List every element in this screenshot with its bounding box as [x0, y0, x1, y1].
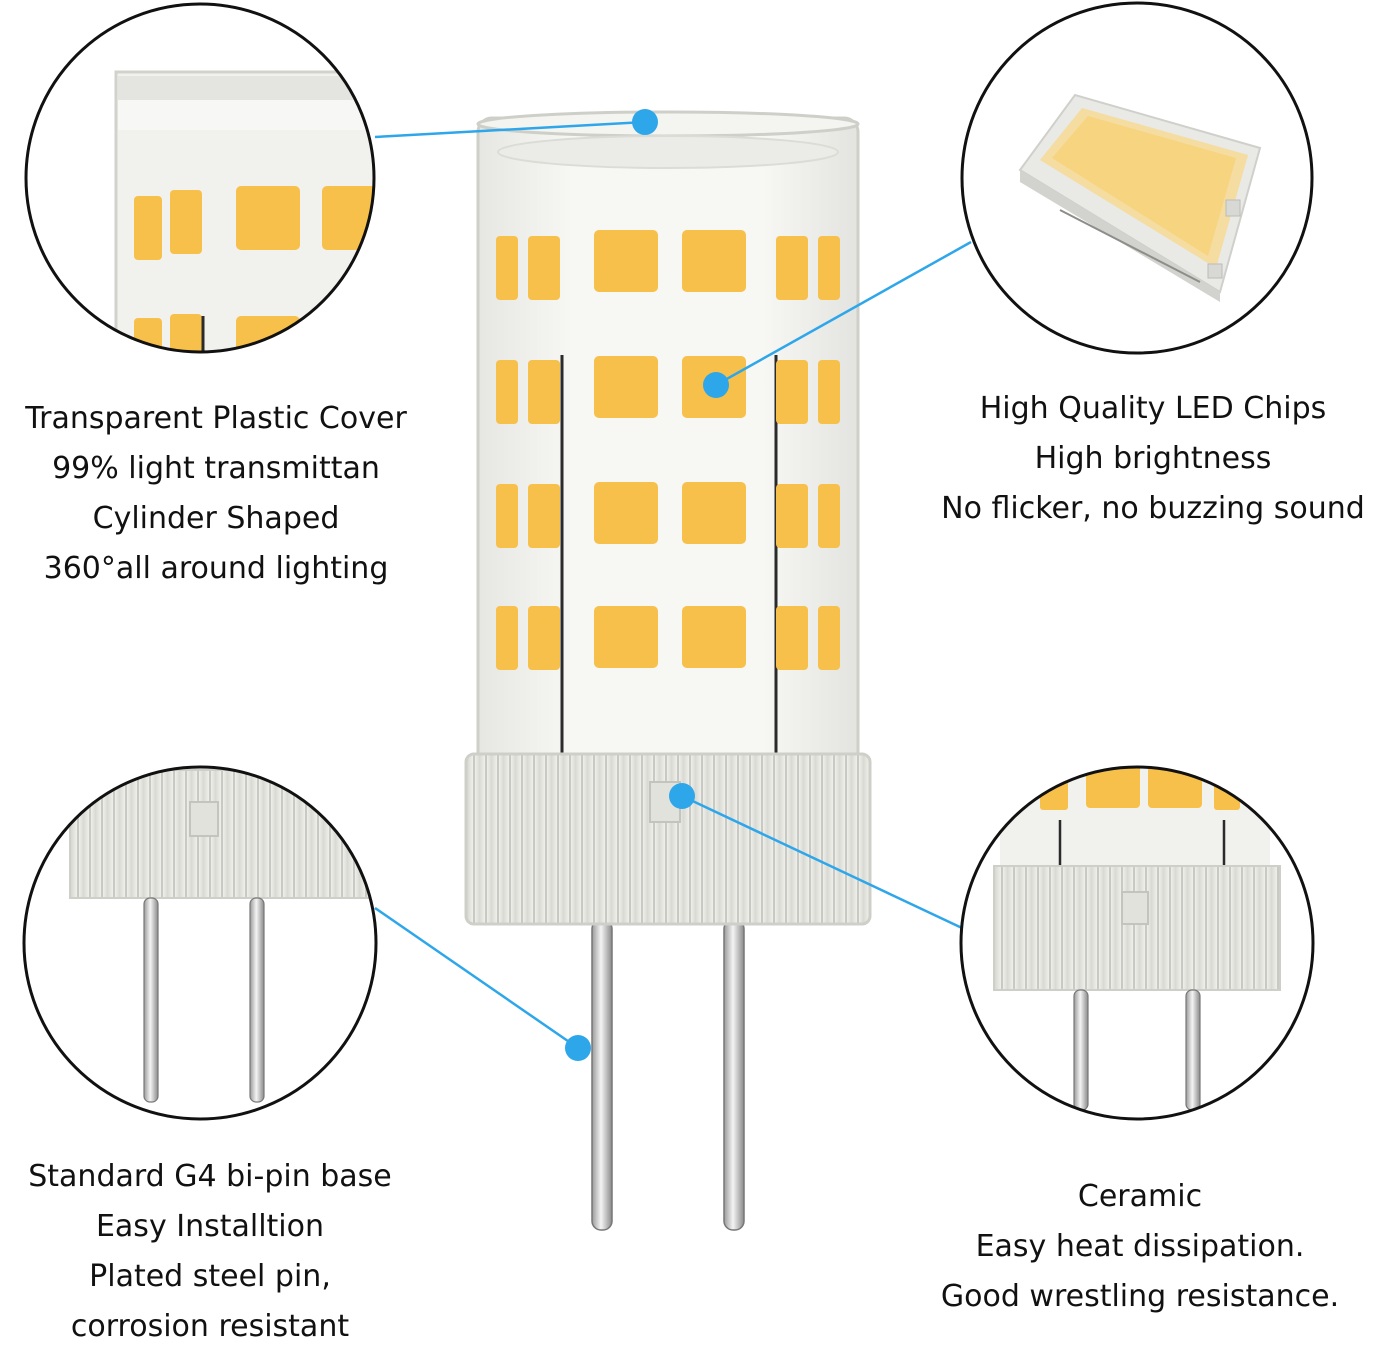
led-chip	[528, 236, 560, 300]
led-chip	[818, 606, 840, 670]
caption-line: Plated steel pin,	[89, 1259, 331, 1294]
led-chip	[594, 482, 658, 544]
led-chip-grid	[496, 230, 840, 670]
callout-line-ceramic	[681, 794, 963, 930]
ceramic-base	[464, 752, 872, 926]
led-chip	[682, 482, 746, 544]
led-chip	[528, 360, 560, 424]
led-chip	[496, 484, 518, 548]
led-chip	[682, 606, 746, 668]
caption-line: Good wrestling resistance.	[940, 1279, 1340, 1314]
caption-line: Ceramic	[1077, 1179, 1203, 1214]
bi-pin-base-closeup-circle	[22, 765, 378, 1121]
callout-dot-cover	[632, 109, 658, 135]
caption-line: Cylinder Shaped	[92, 501, 340, 536]
callout-line-chip	[715, 240, 972, 387]
caption-line: Easy heat dissipation.	[975, 1229, 1305, 1264]
led-chip-closeup-circle	[960, 1, 1314, 355]
caption-line: High Quality LED Chips	[979, 391, 1327, 426]
cover-inner-top	[497, 135, 839, 169]
caption-line: corrosion resistant	[70, 1309, 350, 1344]
cover-top	[476, 110, 860, 138]
callout-dot-base	[565, 1035, 591, 1061]
led-chip	[818, 360, 840, 424]
g4-led-bulb-illustration	[464, 110, 872, 1231]
led-chip	[496, 360, 518, 424]
ceramic-base-closeup-circle	[959, 765, 1315, 1121]
callout-lines	[374, 109, 972, 1061]
led-chip	[594, 230, 658, 292]
caption-line: 360°all around lighting	[43, 551, 389, 586]
led-chip	[776, 236, 808, 300]
bi-pin-base-caption: Standard G4 bi-pin base Easy Installtion…	[0, 1152, 420, 1352]
led-chip-caption: High Quality LED Chips High brightness N…	[915, 384, 1386, 534]
right-pin	[723, 919, 745, 1231]
left-pin	[591, 919, 613, 1231]
ceramic-caption: Ceramic Easy heat dissipation. Good wres…	[910, 1172, 1370, 1322]
led-chip	[776, 606, 808, 670]
callout-line-cover	[374, 120, 646, 139]
led-chip	[818, 236, 840, 300]
led-chip	[776, 360, 808, 424]
callout-line-base	[374, 906, 579, 1050]
callout-dot-ceramic	[669, 783, 695, 809]
caption-line: Easy Installtion	[95, 1209, 325, 1244]
led-chip	[594, 606, 658, 668]
led-chip	[528, 484, 560, 548]
cover-closeup-circle	[24, 2, 376, 354]
led-chip	[594, 356, 658, 418]
caption-line: No flicker, no buzzing sound	[941, 491, 1365, 526]
callout-dot-chip	[703, 372, 729, 398]
plastic-cover	[476, 116, 860, 780]
led-chip	[496, 606, 518, 670]
led-chip	[528, 606, 560, 670]
led-chip	[776, 484, 808, 548]
led-chip	[496, 236, 518, 300]
led-chip	[818, 484, 840, 548]
caption-line: High brightness	[1034, 441, 1272, 476]
caption-line: Standard G4 bi-pin base	[28, 1159, 392, 1194]
cover-caption: Transparent Plastic Cover 99% light tran…	[0, 394, 432, 594]
led-chip	[682, 230, 746, 292]
caption-line: 99% light transmittan	[52, 451, 380, 486]
caption-line: Transparent Plastic Cover	[25, 401, 407, 436]
